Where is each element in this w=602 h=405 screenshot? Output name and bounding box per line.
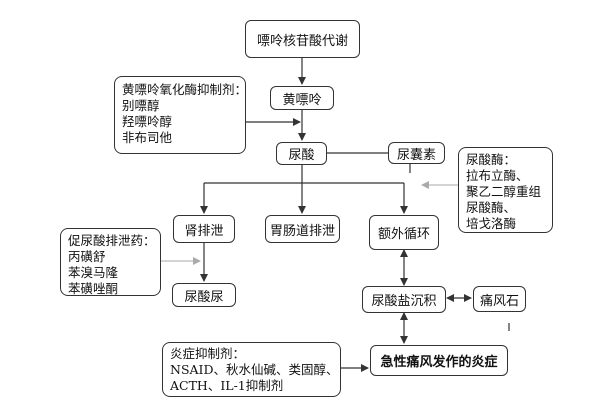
node-urate-deposition: 尿酸盐沉积 bbox=[362, 286, 446, 313]
note-uricosurics-title: 促尿酸排泄药： bbox=[68, 233, 156, 248]
node-urate-urine-label: 尿酸尿 bbox=[184, 289, 224, 305]
node-extra-circulation: 额外循环 bbox=[369, 215, 439, 250]
note-xo-inhibitors-title: 黄嘌呤氧化酶抑制剂： bbox=[122, 82, 248, 97]
note-xo-inhibitors-item: 非布司他 bbox=[122, 130, 173, 145]
node-gi-excretion-label: 胃肠道排泄 bbox=[269, 223, 335, 239]
node-uric-acid: 尿酸 bbox=[276, 142, 327, 165]
note-uricase-item: 尿酸酶、 bbox=[466, 200, 517, 215]
node-extra-circulation-label: 额外循环 bbox=[377, 227, 430, 242]
node-xanthine: 黄嘌呤 bbox=[270, 86, 334, 110]
node-renal-excretion-label: 肾排泄 bbox=[184, 223, 224, 239]
node-gi-excretion: 胃肠道排泄 bbox=[265, 215, 340, 243]
node-acute-gout-label: 急性痛风发作的炎症 bbox=[380, 355, 498, 370]
note-uricosurics-item: 苯溴马隆 bbox=[68, 265, 119, 280]
node-urate-urine: 尿酸尿 bbox=[172, 283, 236, 307]
note-xo-inhibitors-item: 羟嘌呤醇 bbox=[122, 114, 173, 129]
node-allantoin: 尿囊素 bbox=[388, 142, 445, 164]
note-uricosurics-item: 丙磺舒 bbox=[68, 249, 106, 264]
note-anti-inflammatory-item: ACTH、IL-1抑制剂 bbox=[170, 378, 284, 393]
note-uricosurics-item: 苯磺唑酮 bbox=[68, 281, 119, 296]
node-tophus-label: 痛风石 bbox=[479, 293, 519, 309]
node-purine-metabolism: 嘌呤核苷酸代谢 bbox=[245, 20, 360, 58]
node-urate-deposition-label: 尿酸盐沉积 bbox=[371, 294, 437, 309]
note-uricase-item: 拉布立酶、 bbox=[466, 168, 529, 183]
node-xanthine-label: 黄嘌呤 bbox=[282, 92, 322, 108]
note-uricase-item: 聚乙二醇重组 bbox=[466, 184, 542, 199]
note-uricase-item: 培戈洛酶 bbox=[466, 216, 517, 231]
note-anti-inflammatory: 炎症抑制剂： NSAID、秋水仙碱、类固醇、 ACTH、IL-1抑制剂 bbox=[162, 342, 341, 397]
node-acute-gout: 急性痛风发作的炎症 bbox=[370, 345, 508, 376]
node-renal-excretion: 肾排泄 bbox=[173, 215, 235, 243]
node-allantoin-label: 尿囊素 bbox=[396, 147, 436, 163]
note-xo-inhibitors-item: 别嘌醇 bbox=[122, 98, 160, 113]
node-tophus: 痛风石 bbox=[473, 286, 526, 312]
note-uricosurics: 促尿酸排泄药： 丙磺舒 苯溴马隆 苯磺唑酮 bbox=[60, 228, 161, 296]
note-xo-inhibitors: 黄嘌呤氧化酶抑制剂： 别嘌醇 羟嘌呤醇 非布司他 bbox=[114, 76, 248, 154]
note-anti-inflammatory-title: 炎症抑制剂： bbox=[170, 346, 246, 361]
note-anti-inflammatory-item: NSAID、秋水仙碱、类固醇、 bbox=[170, 362, 339, 377]
note-uricase: 尿酸酶： 拉布立酶、 聚乙二醇重组 尿酸酶、 培戈洛酶 bbox=[458, 147, 553, 233]
node-purine-metabolism-label: 嘌呤核苷酸代谢 bbox=[256, 33, 348, 49]
note-uricase-title: 尿酸酶： bbox=[466, 152, 517, 167]
node-uric-acid-label: 尿酸 bbox=[288, 148, 315, 163]
